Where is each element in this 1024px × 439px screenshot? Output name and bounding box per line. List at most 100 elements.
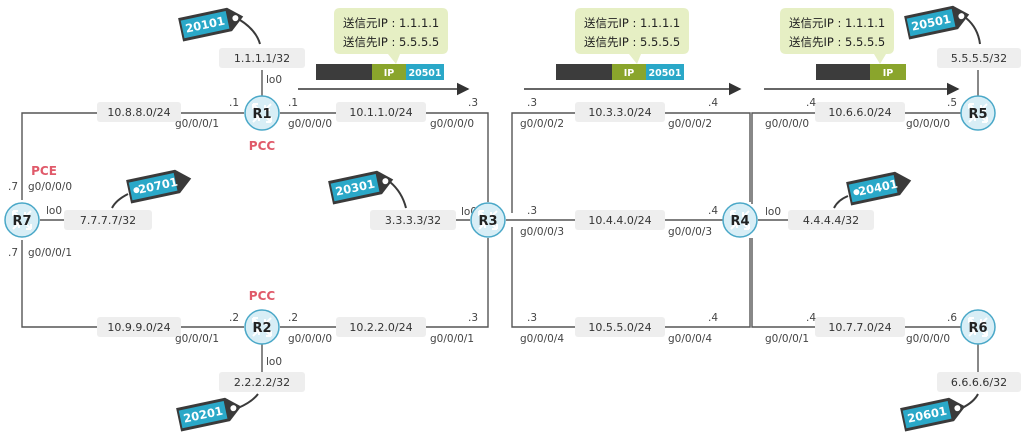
svg-text:10.6.6.0/24: 10.6.6.0/24	[828, 106, 891, 119]
sid-tag-r7: 20701	[126, 169, 192, 204]
svg-text:10.8.8.0/24: 10.8.8.0/24	[107, 106, 170, 119]
svg-text:4.4.4.4/32: 4.4.4.4/32	[803, 214, 859, 227]
lo0-r4: lo0	[765, 206, 781, 218]
svg-text:g0/0/0/0: g0/0/0/0	[906, 118, 950, 130]
svg-text:g0/0/0/0: g0/0/0/0	[288, 118, 332, 130]
routers: R1 R2 R3 R4 R5 R6 R7	[4, 95, 996, 345]
net-label-r4-r6: 10.7.7.0/24	[815, 317, 905, 337]
svg-text:g0/0/0/1: g0/0/0/1	[765, 333, 809, 345]
network-labels: 10.8.8.0/24 10.9.9.0/24 10.1.1.0/24 10.2…	[97, 102, 905, 337]
lo0-r1: lo0	[266, 74, 282, 86]
svg-text:IP: IP	[883, 68, 894, 79]
role-r1: PCC	[249, 139, 276, 153]
svg-text:R2: R2	[252, 321, 271, 336]
svg-text:6.6.6.6/32: 6.6.6.6/32	[951, 376, 1007, 389]
svg-text:R7: R7	[12, 214, 31, 229]
net-label-r4-r5: 10.6.6.0/24	[815, 102, 905, 122]
net-label-r3-r4-bottom: 10.5.5.0/24	[575, 317, 665, 337]
svg-text:R6: R6	[968, 321, 987, 336]
interface-labels: .7 g0/0/0/0 .1 g0/0/0/1 .7 g0/0/0/1 .2 g…	[8, 97, 957, 345]
svg-text:.1: .1	[288, 97, 298, 109]
router-r2: R2	[244, 309, 280, 345]
svg-text:g0/0/0/0: g0/0/0/0	[288, 333, 332, 345]
svg-text:R4: R4	[730, 214, 749, 229]
svg-text:1.1.1.1/32: 1.1.1.1/32	[234, 52, 290, 65]
svg-text:2.2.2.2/32: 2.2.2.2/32	[234, 376, 290, 389]
svg-text:.3: .3	[527, 205, 537, 217]
svg-text:送信先IP : 5.5.5.5: 送信先IP : 5.5.5.5	[584, 35, 680, 49]
loopback-r4: 4.4.4.4/32	[788, 210, 874, 230]
svg-text:送信元IP : 1.1.1.1: 送信元IP : 1.1.1.1	[584, 16, 680, 30]
link-r2-r3	[280, 238, 489, 328]
svg-text:g0/0/0/0: g0/0/0/0	[430, 118, 474, 130]
svg-text:.3: .3	[468, 97, 478, 109]
svg-text:.4: .4	[708, 97, 718, 109]
lo0-r7: lo0	[46, 205, 62, 217]
sid-tag-r2: 20201	[176, 397, 242, 432]
svg-text:g0/0/0/1: g0/0/0/1	[430, 333, 474, 345]
net-label-r3-r4-top: 10.3.3.0/24	[575, 102, 665, 122]
svg-text:.6: .6	[947, 312, 957, 324]
svg-text:10.7.7.0/24: 10.7.7.0/24	[828, 321, 891, 334]
loopback-r1: 1.1.1.1/32	[219, 48, 305, 68]
svg-text:.3: .3	[527, 312, 537, 324]
svg-text:10.9.9.0/24: 10.9.9.0/24	[107, 321, 170, 334]
loopback-r6: 6.6.6.6/32	[937, 372, 1021, 392]
router-r6: R6	[960, 309, 996, 345]
net-label-r3-r4-mid: 10.4.4.0/24	[575, 210, 665, 230]
svg-text:g0/0/0/4: g0/0/0/4	[668, 333, 712, 345]
svg-text:.1: .1	[229, 97, 239, 109]
packet-1: 送信元IP : 1.1.1.1 送信先IP : 5.5.5.5 IP 20501	[316, 8, 448, 80]
svg-text:.4: .4	[806, 312, 816, 324]
sid-tag-r5: 20501	[904, 5, 970, 40]
svg-text:10.3.3.0/24: 10.3.3.0/24	[588, 106, 651, 119]
svg-text:g0/0/0/2: g0/0/0/2	[520, 118, 564, 130]
loopback-r5: 5.5.5.5/32	[937, 48, 1021, 68]
router-roles: PCC PCC PCE	[31, 139, 275, 303]
svg-text:10.2.2.0/24: 10.2.2.0/24	[349, 321, 412, 334]
loopback-r3: 3.3.3.3/32	[370, 210, 456, 230]
lo0-r2: lo0	[266, 356, 282, 368]
svg-text:20501: 20501	[648, 68, 681, 79]
svg-text:R1: R1	[252, 107, 271, 122]
svg-text:.7: .7	[8, 247, 18, 259]
loopback-labels: 1.1.1.1/32 2.2.2.2/32 3.3.3.3/32 4.4.4.4…	[64, 48, 1021, 392]
loopback-r2: 2.2.2.2/32	[219, 372, 305, 392]
role-r2: PCC	[249, 289, 276, 303]
router-r3: R3	[470, 202, 506, 238]
svg-text:20501: 20501	[408, 68, 441, 79]
svg-text:10.1.1.0/24: 10.1.1.0/24	[349, 106, 412, 119]
net-label-r1-r3: 10.1.1.0/24	[336, 102, 426, 122]
svg-text:送信先IP : 5.5.5.5: 送信先IP : 5.5.5.5	[789, 35, 885, 49]
svg-text:7.7.7.7/32: 7.7.7.7/32	[80, 214, 136, 227]
svg-text:.5: .5	[947, 97, 957, 109]
router-r5: R5	[960, 95, 996, 131]
svg-text:g0/0/0/3: g0/0/0/3	[520, 226, 564, 238]
svg-text:.4: .4	[806, 97, 816, 109]
router-r4: R4	[722, 202, 758, 238]
svg-text:.3: .3	[527, 97, 537, 109]
loopback-r7: 7.7.7.7/32	[64, 210, 152, 230]
sid-tag-r3: 20301	[328, 170, 394, 205]
net-label-r7-r2: 10.9.9.0/24	[97, 317, 181, 337]
svg-text:IP: IP	[384, 68, 395, 79]
svg-text:R5: R5	[968, 107, 987, 122]
sid-tag-r6: 20601	[900, 397, 966, 432]
svg-text:g0/0/0/1: g0/0/0/1	[28, 247, 72, 259]
svg-text:.4: .4	[708, 312, 718, 324]
svg-text:g0/0/0/4: g0/0/0/4	[520, 333, 564, 345]
router-r1: R1	[244, 95, 280, 131]
svg-text:.4: .4	[708, 205, 718, 217]
net-label-r2-r3: 10.2.2.0/24	[336, 317, 426, 337]
svg-text:10.5.5.0/24: 10.5.5.0/24	[588, 321, 651, 334]
net-label-r7-r1: 10.8.8.0/24	[97, 102, 181, 122]
sid-tags: 20101 20201 20301 20401 2050	[111, 5, 981, 432]
svg-text:g0/0/0/1: g0/0/0/1	[175, 333, 219, 345]
svg-text:g0/0/0/3: g0/0/0/3	[668, 226, 712, 238]
svg-text:IP: IP	[624, 68, 635, 79]
svg-text:g0/0/0/0: g0/0/0/0	[28, 181, 72, 193]
svg-text:10.4.4.0/24: 10.4.4.0/24	[588, 214, 651, 227]
packet-3: 送信元IP : 1.1.1.1 送信先IP : 5.5.5.5 IP	[780, 8, 906, 80]
role-r7: PCE	[31, 164, 57, 178]
